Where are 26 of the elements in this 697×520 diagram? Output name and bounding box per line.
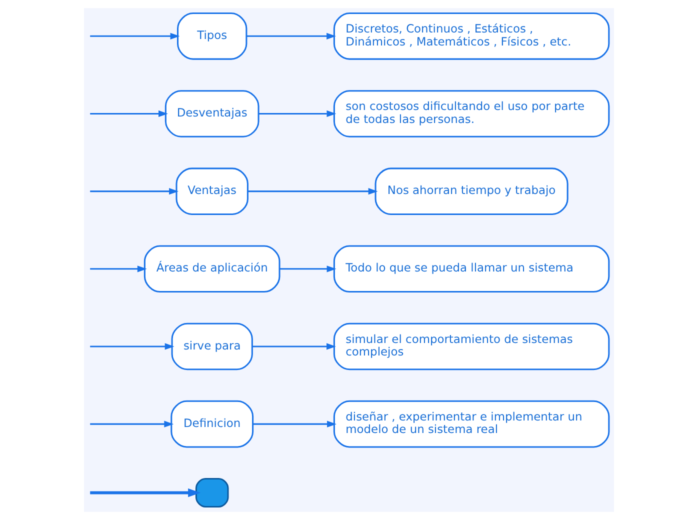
node-box: Tipos [176,12,247,60]
node-box: diseñar , experimentar e implementar un modelo de un sistema real [332,400,610,448]
node-box: son costosos dificultando el uso por parte de todas las personas. [332,90,610,138]
arrow [90,420,174,428]
node-box: Nos ahorran tiempo y trabajo [374,168,568,215]
node-box: sirve para [170,322,252,370]
arrow [252,420,336,428]
node-box: Definicion [170,400,254,448]
arrow [90,343,174,350]
node-box: Ventajas [175,168,248,215]
node-box: Discretos, Continuos , Estáticos , Dinámicos , Matemáticos , Físicos , etc. [332,12,610,60]
node-box: Desventajas [164,90,259,138]
node-box [194,478,228,508]
arrow [252,343,336,350]
arrow [258,110,336,118]
node-box: Todo lo que se pueda llamar un sistema [332,245,610,293]
node-box: simular el comportamiento de sistemas complejos [332,322,610,370]
arrow [279,266,336,272]
arrow [246,32,336,40]
arrow [90,32,180,40]
arrow [90,488,200,498]
arrow [248,188,378,195]
node-box: Áreas de aplicación [143,245,280,293]
arrow [90,110,168,118]
arrow [90,266,146,272]
arrow [90,188,178,195]
